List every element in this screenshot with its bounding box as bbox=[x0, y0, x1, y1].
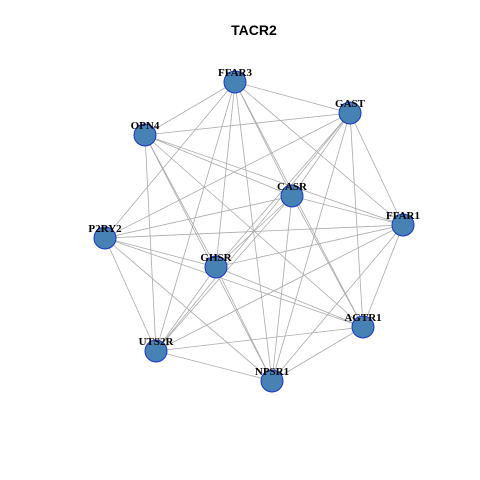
node-label-agtr1: AGTR1 bbox=[344, 312, 381, 324]
edge-agtr1-npsr1 bbox=[271, 326, 364, 382]
edge-ffar3-ghsr bbox=[215, 81, 236, 268]
node-uts2r bbox=[144, 339, 168, 363]
edge-uts2r-npsr1 bbox=[155, 350, 273, 382]
node-opn4 bbox=[133, 123, 157, 147]
node-npsr1 bbox=[260, 369, 284, 393]
edge-gast-npsr1 bbox=[271, 112, 351, 382]
edge-ffar3-gast bbox=[234, 81, 351, 114]
edge-opn4-ghsr bbox=[144, 134, 217, 268]
node-label-ghsr: GHSR bbox=[200, 252, 232, 264]
node-p2ry2 bbox=[93, 226, 117, 250]
edge-casr-ffar1 bbox=[291, 195, 404, 226]
edge-ffar3-uts2r bbox=[155, 81, 236, 352]
edge-ffar1-npsr1 bbox=[271, 224, 404, 382]
node-label-uts2r: UTS2R bbox=[139, 336, 175, 348]
edge-gast-opn4 bbox=[144, 112, 351, 136]
edge-ffar3-ffar1 bbox=[234, 81, 404, 226]
edge-gast-ffar1 bbox=[349, 112, 404, 226]
edge-p2ry2-ghsr bbox=[104, 237, 217, 268]
edge-p2ry2-uts2r bbox=[104, 237, 157, 352]
edge-ghsr-agtr1 bbox=[215, 266, 364, 328]
edge-opn4-casr bbox=[144, 134, 293, 197]
edge-ffar1-agtr1 bbox=[362, 224, 404, 328]
edge-ghsr-npsr1 bbox=[215, 266, 273, 382]
node-label-opn4: OPN4 bbox=[131, 120, 160, 132]
edge-p2ry2-npsr1 bbox=[104, 237, 273, 382]
edge-ffar1-ghsr bbox=[215, 224, 404, 268]
edge-ffar1-uts2r bbox=[155, 224, 404, 352]
node-label-gast: GAST bbox=[335, 98, 366, 110]
node-label-ffar3: FFAR3 bbox=[218, 67, 253, 79]
edge-opn4-uts2r bbox=[144, 134, 157, 352]
node-label-npsr1: NPSR1 bbox=[255, 366, 289, 378]
edge-gast-casr bbox=[291, 112, 351, 197]
edge-p2ry2-agtr1 bbox=[104, 237, 364, 328]
edge-ghsr-uts2r bbox=[155, 266, 217, 352]
edge-casr-npsr1 bbox=[271, 195, 293, 382]
node-casr bbox=[280, 184, 304, 208]
node-agtr1 bbox=[351, 315, 375, 339]
node-label-ffar1: FFAR1 bbox=[386, 210, 420, 222]
edge-gast-agtr1 bbox=[349, 112, 364, 328]
edge-casr-agtr1 bbox=[291, 195, 364, 328]
node-label-casr: CASR bbox=[277, 181, 308, 193]
edge-ffar3-opn4 bbox=[144, 81, 236, 136]
edge-opn4-ffar1 bbox=[144, 134, 404, 226]
node-ffar1 bbox=[391, 213, 415, 237]
edge-ffar1-p2ry2 bbox=[104, 224, 404, 239]
edge-gast-p2ry2 bbox=[104, 112, 351, 239]
node-ghsr bbox=[204, 255, 228, 279]
node-ffar3 bbox=[223, 70, 247, 94]
graph-title: TACR2 bbox=[231, 22, 277, 38]
node-gast bbox=[338, 101, 362, 125]
node-label-p2ry2: P2RY2 bbox=[88, 223, 122, 235]
edge-ffar3-p2ry2 bbox=[104, 81, 236, 239]
edge-agtr1-uts2r bbox=[155, 326, 364, 352]
edge-casr-p2ry2 bbox=[104, 195, 293, 239]
